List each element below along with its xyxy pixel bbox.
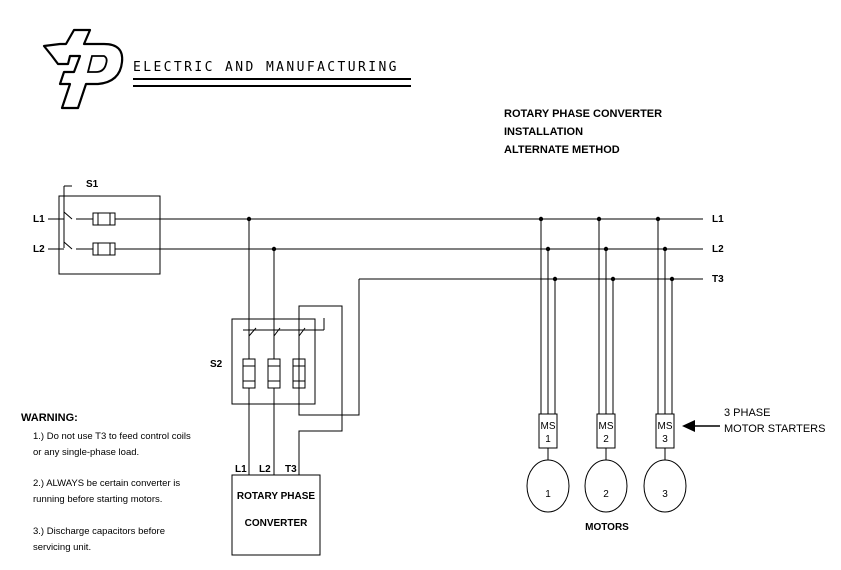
- converter-l2-label: L2: [259, 464, 271, 475]
- right-l1-label: L1: [712, 214, 724, 225]
- title-line-3: ALTERNATE METHOD: [504, 144, 620, 156]
- warning-line-2: or any single-phase load.: [33, 447, 139, 458]
- right-l2-label: L2: [712, 244, 724, 255]
- rotary-phase-converter: L1 L2 T3 ROTARY PHASE CONVERTER: [231, 464, 321, 556]
- motors-label: MOTORS: [585, 522, 629, 533]
- starter-arrow-icon: [682, 420, 695, 432]
- motor-starter-3-label: MS: [658, 421, 673, 432]
- motor-branch-2: MS 2 2: [584, 216, 628, 513]
- left-l2-label: L2: [33, 244, 45, 255]
- motor-starter-2-label: MS: [599, 421, 614, 432]
- motor-starter-1-label: MS: [541, 421, 556, 432]
- converter-box: [231, 474, 321, 556]
- motor-branch-1: MS 1 1: [526, 216, 570, 513]
- switch-s1: S1: [58, 179, 161, 275]
- s1-enclosure: [58, 195, 161, 275]
- starter-note-line-2: MOTOR STARTERS: [724, 423, 825, 435]
- warning-line-1: 1.) Do not use T3 to feed control coils: [33, 431, 191, 442]
- motor-2-number: 2: [603, 489, 609, 500]
- s2-enclosure: [231, 318, 316, 405]
- starter-note: 3 PHASE MOTOR STARTERS: [682, 407, 825, 435]
- motor-3: [643, 459, 687, 513]
- tp-logo: [42, 28, 124, 110]
- motor-1: [526, 459, 570, 513]
- s2-fuse-1: [242, 358, 256, 389]
- motor-starter-3-number: 3: [662, 434, 668, 445]
- converter-feed-wires: [246, 216, 360, 475]
- switch-s2: S2: [210, 318, 325, 405]
- s2-label: S2: [210, 359, 223, 370]
- motor-3-number: 3: [662, 489, 668, 500]
- company-name: ELECTRIC AND MANUFACTURING: [133, 60, 399, 75]
- title-line-2: INSTALLATION: [504, 126, 583, 138]
- warning-line-3: 2.) ALWAYS be certain converter is: [33, 478, 180, 489]
- converter-label-line-1: ROTARY PHASE: [237, 491, 315, 502]
- warning-line-6: servicing unit.: [33, 542, 91, 553]
- converter-l1-label: L1: [235, 464, 247, 475]
- starter-note-line-1: 3 PHASE: [724, 407, 770, 419]
- motor-starter-2-number: 2: [603, 434, 609, 445]
- right-t3-label: T3: [712, 274, 724, 285]
- s1-fuse-2: [92, 242, 116, 256]
- motor-2: [584, 459, 628, 513]
- motor-1-number: 1: [545, 489, 551, 500]
- converter-label-line-2: CONVERTER: [245, 518, 309, 529]
- motor-branch-3: MS 3 3: [643, 216, 687, 513]
- warning-line-4: running before starting motors.: [33, 494, 162, 505]
- left-l1-label: L1: [33, 214, 45, 225]
- s1-label: S1: [86, 179, 99, 190]
- warning-notes: WARNING: 1.) Do not use T3 to feed contr…: [21, 412, 191, 553]
- s2-fuse-2: [267, 358, 281, 389]
- warning-title: WARNING:: [21, 412, 78, 424]
- s1-fuse-1: [92, 212, 116, 226]
- converter-t3-label: T3: [285, 464, 297, 475]
- s2-fuse-3: [292, 358, 306, 389]
- warning-line-5: 3.) Discharge capacitors before: [33, 526, 165, 537]
- motor-starter-1-number: 1: [545, 434, 551, 445]
- title-line-1: ROTARY PHASE CONVERTER: [504, 108, 662, 120]
